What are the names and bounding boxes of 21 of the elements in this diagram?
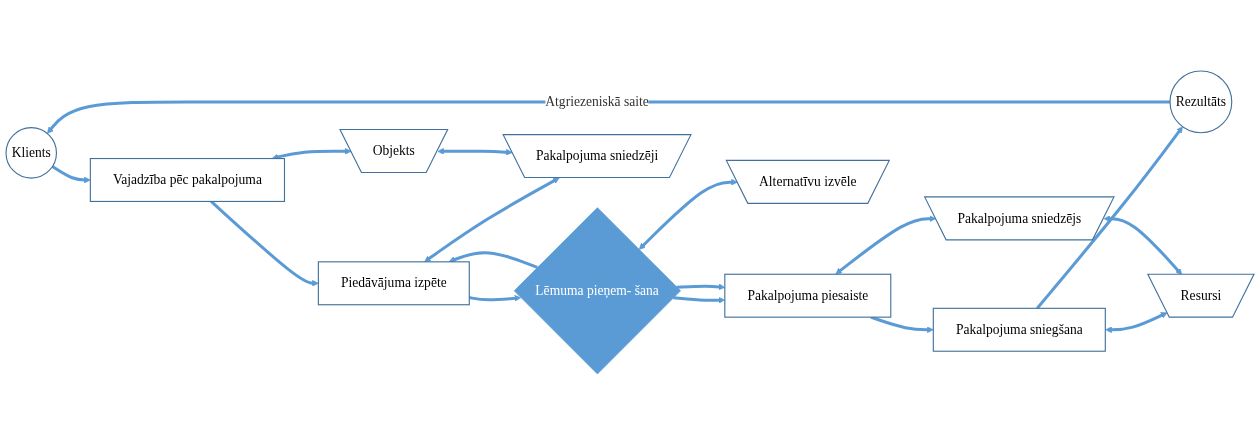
node-box: Pakalpojuma piesaiste [724,273,892,318]
node-diamond: Lēmuma pieņem- šana [513,207,681,375]
node-box: Piedāvājuma izpēte [317,261,470,306]
arrow [210,200,319,287]
arrow [424,177,560,262]
arrow [437,148,513,156]
arrow [448,251,538,269]
arrow [835,215,937,275]
node-box: Pakalpojuma sniegšana [932,307,1106,352]
node-circle: Klients [5,127,58,179]
arrow [1036,126,1183,310]
arrow [638,178,738,250]
arrow [47,100,1171,134]
arrow [51,165,91,184]
edge-label: Atgriezeniskā saite [545,93,649,110]
arrow [271,148,352,161]
arrow [469,294,522,302]
node-circle: Rezultāts [1169,70,1233,134]
arrow [1105,312,1168,334]
node-box: Vajadzība pēc pakalpojuma [89,157,286,202]
arrow [1103,215,1183,275]
